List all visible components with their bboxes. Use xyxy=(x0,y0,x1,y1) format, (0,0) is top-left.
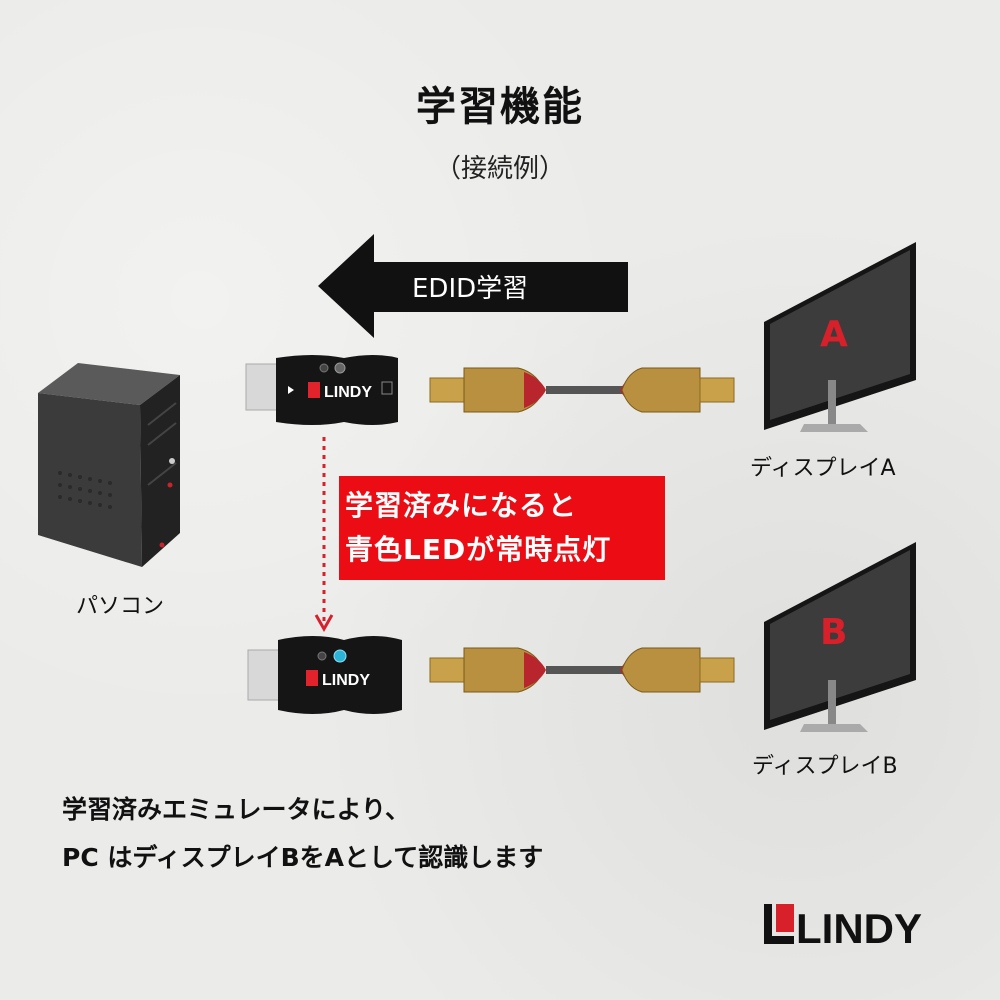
display-a-letter: A xyxy=(820,314,848,355)
pc-label: パソコン xyxy=(76,594,165,619)
emulator-logo-text: LINDY xyxy=(322,672,370,689)
pc-tower-icon xyxy=(38,363,180,567)
bottom-text-line-1: 学習済みエミュレータにより、 xyxy=(62,795,411,824)
callout-line-1: 学習済みになると xyxy=(345,489,578,522)
dotted-down-arrow xyxy=(314,437,334,633)
lindy-logo: LINDY xyxy=(764,904,922,948)
blue-led-icon xyxy=(333,649,347,663)
edid-arrow-label: EDID学習 xyxy=(412,274,529,304)
led-callout-box: 学習済みになると 青色LEDが常時点灯 xyxy=(339,476,665,580)
display-b-label: ディスプレイB xyxy=(752,754,898,779)
lindy-logo-text: LINDY xyxy=(796,905,922,948)
edid-learning-arrow xyxy=(318,234,628,338)
callout-line-2: 青色LEDが常時点灯 xyxy=(345,533,612,566)
emulator-logo-text: LINDY xyxy=(324,384,372,401)
edid-emulator-top: LINDY xyxy=(245,355,398,425)
display-a-icon xyxy=(764,242,916,432)
bottom-text-line-2: PC はディスプレイBをAとして認識します xyxy=(62,843,544,872)
display-b-letter: B xyxy=(820,612,848,653)
page-subtitle: （接続例） xyxy=(434,154,565,184)
display-a-label: ディスプレイA xyxy=(750,456,896,481)
edid-emulator-bottom: LINDY xyxy=(247,636,402,714)
hdmi-cable-top xyxy=(429,367,735,413)
hdmi-cable-bottom xyxy=(429,647,735,693)
page-title: 学習機能 xyxy=(416,84,584,130)
display-b-icon xyxy=(764,542,916,732)
